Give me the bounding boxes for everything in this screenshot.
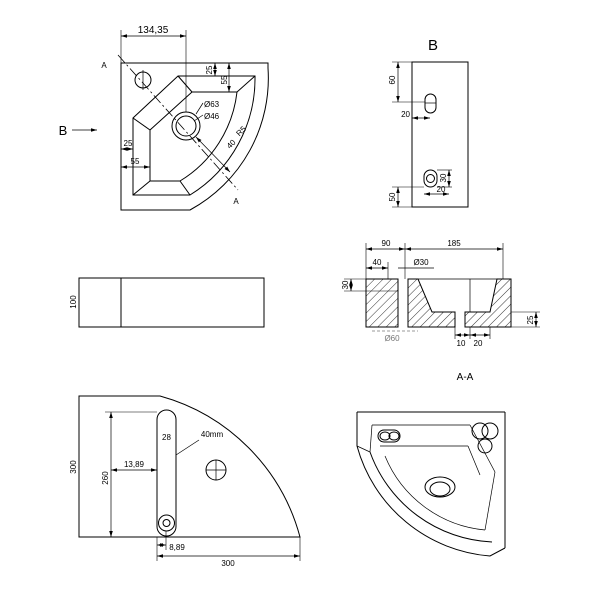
sink-outer-outline <box>120 62 269 211</box>
dimension-line <box>195 136 231 173</box>
left-offset-55-label: 55 <box>131 157 140 166</box>
basin-edge-line <box>179 180 191 196</box>
dim-60-label: 60 <box>388 75 397 84</box>
section-view-a-a: 90 185 40 Ø30 30 Ø60 10 20 25 A-A <box>341 239 540 383</box>
rim-depth-55-label: 55 <box>220 75 229 84</box>
basin-edge-line <box>132 180 151 196</box>
slot-width-label: 28 <box>162 433 171 442</box>
leader-line <box>195 102 204 115</box>
depth-300-label: 300 <box>69 460 78 474</box>
dim-30-label: 30 <box>439 173 448 182</box>
width-dimension-label: 134,35 <box>138 25 169 36</box>
slot-note-label: 40mm <box>201 430 224 439</box>
iso-rim-line <box>356 445 371 453</box>
iso-front-arc <box>356 445 506 557</box>
upper-slot <box>424 93 437 114</box>
height-label: 100 <box>69 295 78 309</box>
dim-90-label: 90 <box>382 239 391 248</box>
dim-20-bottom-label: 20 <box>437 185 446 194</box>
rim-inner-edge <box>132 75 256 196</box>
section-left-block <box>365 278 399 328</box>
section-mark-start: A <box>101 61 107 70</box>
dim-40-label: 40 <box>373 258 382 267</box>
lower-slot <box>423 169 438 188</box>
dim-260-label: 260 <box>101 471 110 485</box>
iso-overflow-hole <box>477 438 493 454</box>
left-offset-25-label: 25 <box>124 139 133 148</box>
mounting-slot <box>156 409 177 537</box>
iso-overflow-hole <box>481 422 499 440</box>
iso-rim-left-line <box>369 424 373 453</box>
iso-overflow-hole <box>471 422 489 440</box>
front-view: 100 <box>69 277 265 328</box>
section-mark-end: A <box>233 197 239 206</box>
iso-basin-curve <box>384 455 486 531</box>
isometric-view <box>356 411 506 557</box>
dim-30-label: 30 <box>341 280 350 289</box>
iso-basin-side <box>484 471 496 531</box>
dim-10-label: 10 <box>457 339 466 348</box>
basin-edge-line <box>132 117 151 131</box>
lower-hole <box>426 174 435 183</box>
width-300-label: 300 <box>221 559 235 568</box>
rim-depth-25-label: 25 <box>205 65 214 74</box>
underside-view: 300 260 13,89 28 40mm 8,89 300 <box>69 395 301 568</box>
drain-inner-diameter-label: Ø46 <box>204 112 220 121</box>
slot-bolt-outer <box>158 514 175 532</box>
iso-basin-side <box>467 445 481 476</box>
dim-13-89-label: 13,89 <box>124 460 145 469</box>
side-view-b: B 60 20 30 20 50 <box>388 37 469 208</box>
view-title: B <box>428 37 438 54</box>
iso-tap-hole <box>388 431 400 441</box>
leader-line <box>193 114 204 122</box>
dim-50-label: 50 <box>388 192 397 201</box>
slot-bolt-inner <box>162 519 171 527</box>
drain-inner-circle <box>175 115 197 137</box>
side-outline <box>411 61 469 208</box>
iso-tap-slot <box>377 429 401 443</box>
basin-edge-line <box>177 75 193 93</box>
iso-drain-inner <box>429 481 451 497</box>
basin-edge-line <box>236 75 256 93</box>
iso-drain-outer <box>424 476 456 498</box>
dim-20-label: 20 <box>474 339 483 348</box>
dim-25-label: 25 <box>526 315 535 324</box>
section-title: A-A <box>457 372 474 383</box>
dim-20-top-label: 20 <box>401 110 410 119</box>
section-right-block <box>464 278 512 328</box>
leader-line <box>175 439 200 456</box>
underside-outline <box>78 395 301 538</box>
iso-basin-side <box>469 424 496 473</box>
bottom-diameter-label: Ø60 <box>384 334 400 343</box>
dim-185-label: 185 <box>447 239 461 248</box>
hole-diameter-label: Ø30 <box>413 258 429 267</box>
drain-outer-diameter-label: Ø63 <box>204 100 220 109</box>
front-outline <box>78 277 265 328</box>
view-direction-label: B <box>59 123 68 138</box>
dim-8-89-label: 8,89 <box>169 543 185 552</box>
iso-tap-hole <box>379 431 391 441</box>
iso-rim-arc <box>369 451 493 543</box>
